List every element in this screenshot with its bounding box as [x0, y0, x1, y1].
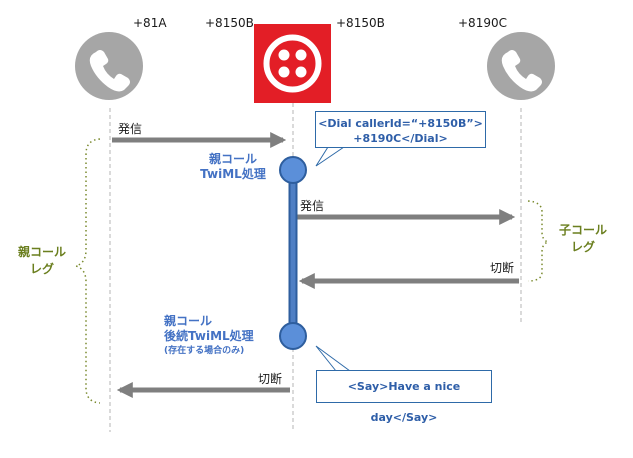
message-hangup-1: 切断 — [490, 261, 515, 275]
child-leg-label: 子コール レグ — [558, 223, 607, 254]
say-callout-tail — [315, 345, 351, 372]
endpoint-b-number-right: +8150B — [336, 16, 385, 30]
endpoint-c-number: +8190C — [458, 16, 507, 30]
say-callout: <Say>Have a nice day</Say> — [316, 370, 492, 424]
parent-followup-label: 親コール 後続TwiML処理 (存在する場合のみ) — [164, 314, 254, 356]
dial-callout: <Dial callerId=“+8150B”> +8190C</Dial> — [315, 111, 486, 148]
left-phone-icon — [75, 32, 143, 100]
parent-call-node — [279, 156, 307, 184]
right-phone-icon — [487, 32, 555, 100]
endpoint-a-number: +81A — [133, 16, 167, 30]
parent-leg-bracket — [73, 138, 101, 404]
parent-call-label: 親コール TwiML処理 — [200, 152, 266, 181]
parent-leg-label: 親コール レグ — [17, 245, 66, 276]
twilio-logo-icon — [254, 24, 331, 103]
dial-callout-tail — [315, 146, 345, 167]
message-call-2: 発信 — [300, 199, 325, 213]
parent-followup-node — [279, 322, 307, 350]
child-leg-bracket — [527, 200, 551, 282]
message-hangup-2: 切断 — [258, 372, 283, 386]
endpoint-b-number-left: +8150B — [205, 16, 254, 30]
message-call-1: 発信 — [118, 122, 143, 136]
